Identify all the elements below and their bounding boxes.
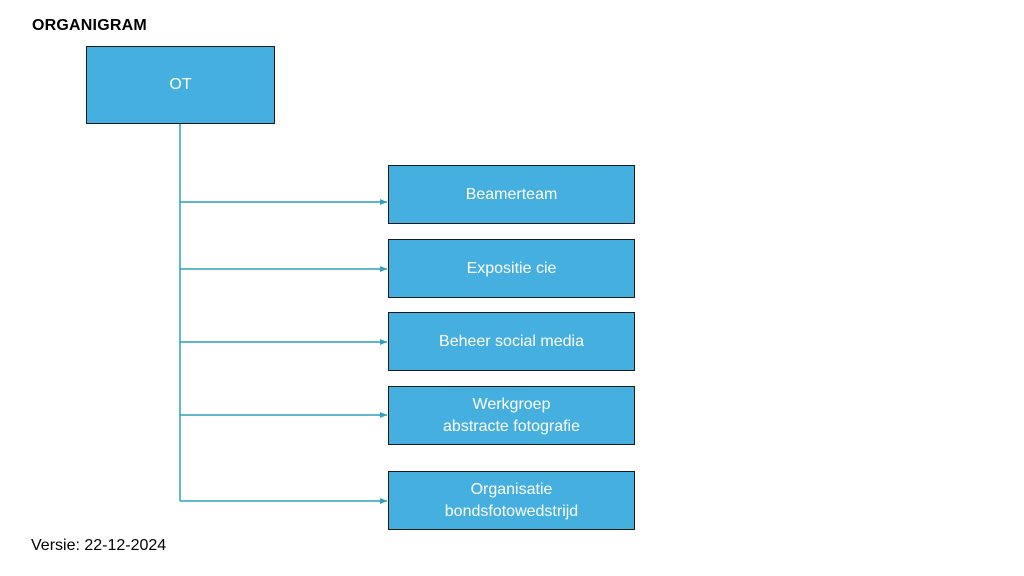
node-beamerteam[interactable]: Beamerteam	[388, 165, 635, 224]
version-label: Versie: 22-12-2024	[31, 537, 167, 554]
node-expositie-cie[interactable]: Expositie cie	[388, 239, 635, 298]
node-beheer-social-media[interactable]: Beheer social media	[388, 312, 635, 371]
node-organisatie-bondsfotowedstrijd[interactable]: Organisatie bondsfotowedstrijd	[388, 471, 635, 530]
node-werkgroep-abstracte-fotografie[interactable]: Werkgroep abstracte fotografie	[388, 386, 635, 445]
diagram-title: ORGANIGRAM	[32, 17, 147, 34]
root-node-ot[interactable]: OT	[86, 46, 275, 124]
